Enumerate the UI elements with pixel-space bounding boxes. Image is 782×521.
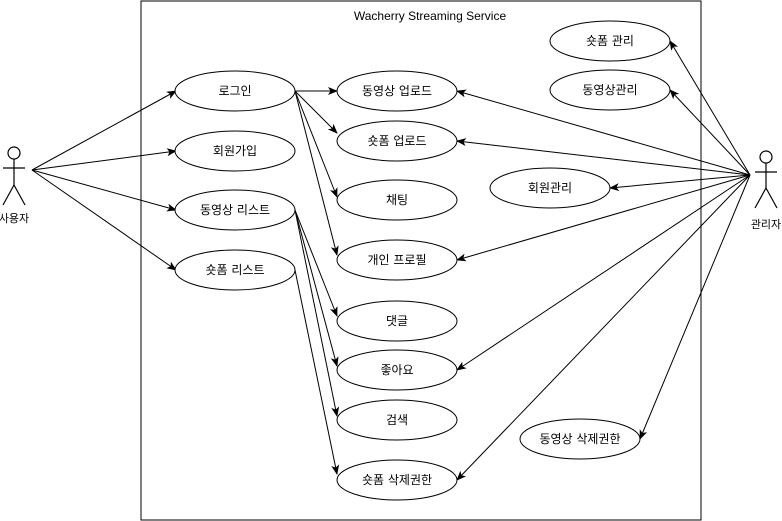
usecase-video-manage-label: 동영상관리 <box>582 83 637 97</box>
usecase-shorts-list-label: 숏폼 리스트 <box>205 263 264 277</box>
usecase-like[interactable]: 좋아요 <box>336 349 458 391</box>
relation-admin-to-shorts_manage <box>669 40 751 176</box>
usecase-chat-label: 채팅 <box>386 193 408 207</box>
relation-user-to-video_list <box>31 169 177 212</box>
relation-admin-to-like <box>456 174 751 371</box>
usecase-login[interactable]: 로그인 <box>174 70 296 112</box>
usecase-video-list-label: 동영상 리스트 <box>200 203 270 217</box>
relation-login-to-chat <box>294 90 338 198</box>
actor-user-label: 사용자 <box>0 212 29 225</box>
usecase-shorts-upload[interactable]: 숏폼 업로드 <box>336 120 458 162</box>
usecase-video-upload[interactable]: 동영상 업로드 <box>336 70 458 112</box>
usecase-shorts-delete-label: 숏폼 삭제권한 <box>362 473 432 487</box>
relation-admin-to-shorts_delete <box>456 174 751 481</box>
usecase-comment-label: 댓글 <box>386 314 408 328</box>
usecase-like-label: 좋아요 <box>380 363 413 377</box>
admin-actor-icon <box>754 150 778 209</box>
usecase-video-upload-label: 동영상 업로드 <box>362 84 432 98</box>
system-boundary <box>140 0 702 521</box>
relation-user-to-signup <box>31 148 177 171</box>
usecase-profile[interactable]: 개인 프로필 <box>336 239 458 281</box>
usecase-signup[interactable]: 회원가입 <box>174 130 296 172</box>
usecase-video-list[interactable]: 동영상 리스트 <box>174 189 296 231</box>
relation-user-to-shorts_list <box>31 169 177 271</box>
usecase-member-manage[interactable]: 회원관리 <box>489 167 611 209</box>
usecase-chat[interactable]: 채팅 <box>336 179 458 221</box>
relation-user-to-login <box>31 90 177 171</box>
usecase-video-delete[interactable]: 동영상 삭제권한 <box>519 418 641 460</box>
relation-admin-to-shorts_upload <box>456 138 751 176</box>
relation-admin-to-member_manage <box>609 174 751 192</box>
usecase-shorts-manage[interactable]: 숏폼 관리 <box>549 20 671 62</box>
relation-login-to-shorts_upload <box>294 90 338 134</box>
system-title: Wacherry Streaming Service <box>354 9 507 23</box>
relation-video_list-to-like <box>294 209 339 367</box>
usecase-shorts-upload-label: 숏폼 업로드 <box>367 134 426 148</box>
actor-user[interactable]: 사용자 <box>0 146 29 225</box>
actor-admin-label: 관리자 <box>751 218 781 231</box>
relation-admin-to-video_delete <box>639 174 751 440</box>
relation-video_list-to-comment <box>294 209 338 317</box>
usecase-member-manage-label: 회원관리 <box>528 181 572 195</box>
usecase-shorts-manage-label: 숏폼 관리 <box>586 34 634 48</box>
usecase-video-delete-label: 동영상 삭제권한 <box>539 432 620 446</box>
relation-admin-to-video_upload <box>456 89 751 176</box>
usecase-shorts-delete[interactable]: 숏폼 삭제권한 <box>336 459 458 501</box>
relation-video_list-to-search <box>294 209 340 417</box>
user-actor-icon <box>2 146 26 206</box>
usecase-shorts-list[interactable]: 숏폼 리스트 <box>174 249 296 291</box>
usecase-search-label: 검색 <box>386 413 408 427</box>
usecase-comment[interactable]: 댓글 <box>336 300 458 342</box>
usecase-video-manage[interactable]: 동영상관리 <box>549 69 671 111</box>
actor-admin[interactable]: 관리자 <box>751 150 781 231</box>
relation-shorts_list-to-shorts_delete <box>294 269 340 475</box>
relation-admin-to-video_manage <box>669 89 751 176</box>
usecase-login-label: 로그인 <box>218 84 251 98</box>
usecase-signup-label: 회원가입 <box>213 144 257 158</box>
usecase-profile-label: 개인 프로필 <box>367 253 426 267</box>
relation-login-to-profile <box>294 90 339 256</box>
relations-layer <box>31 40 751 481</box>
relation-admin-to-profile <box>456 174 751 262</box>
usecase-search[interactable]: 검색 <box>336 399 458 441</box>
